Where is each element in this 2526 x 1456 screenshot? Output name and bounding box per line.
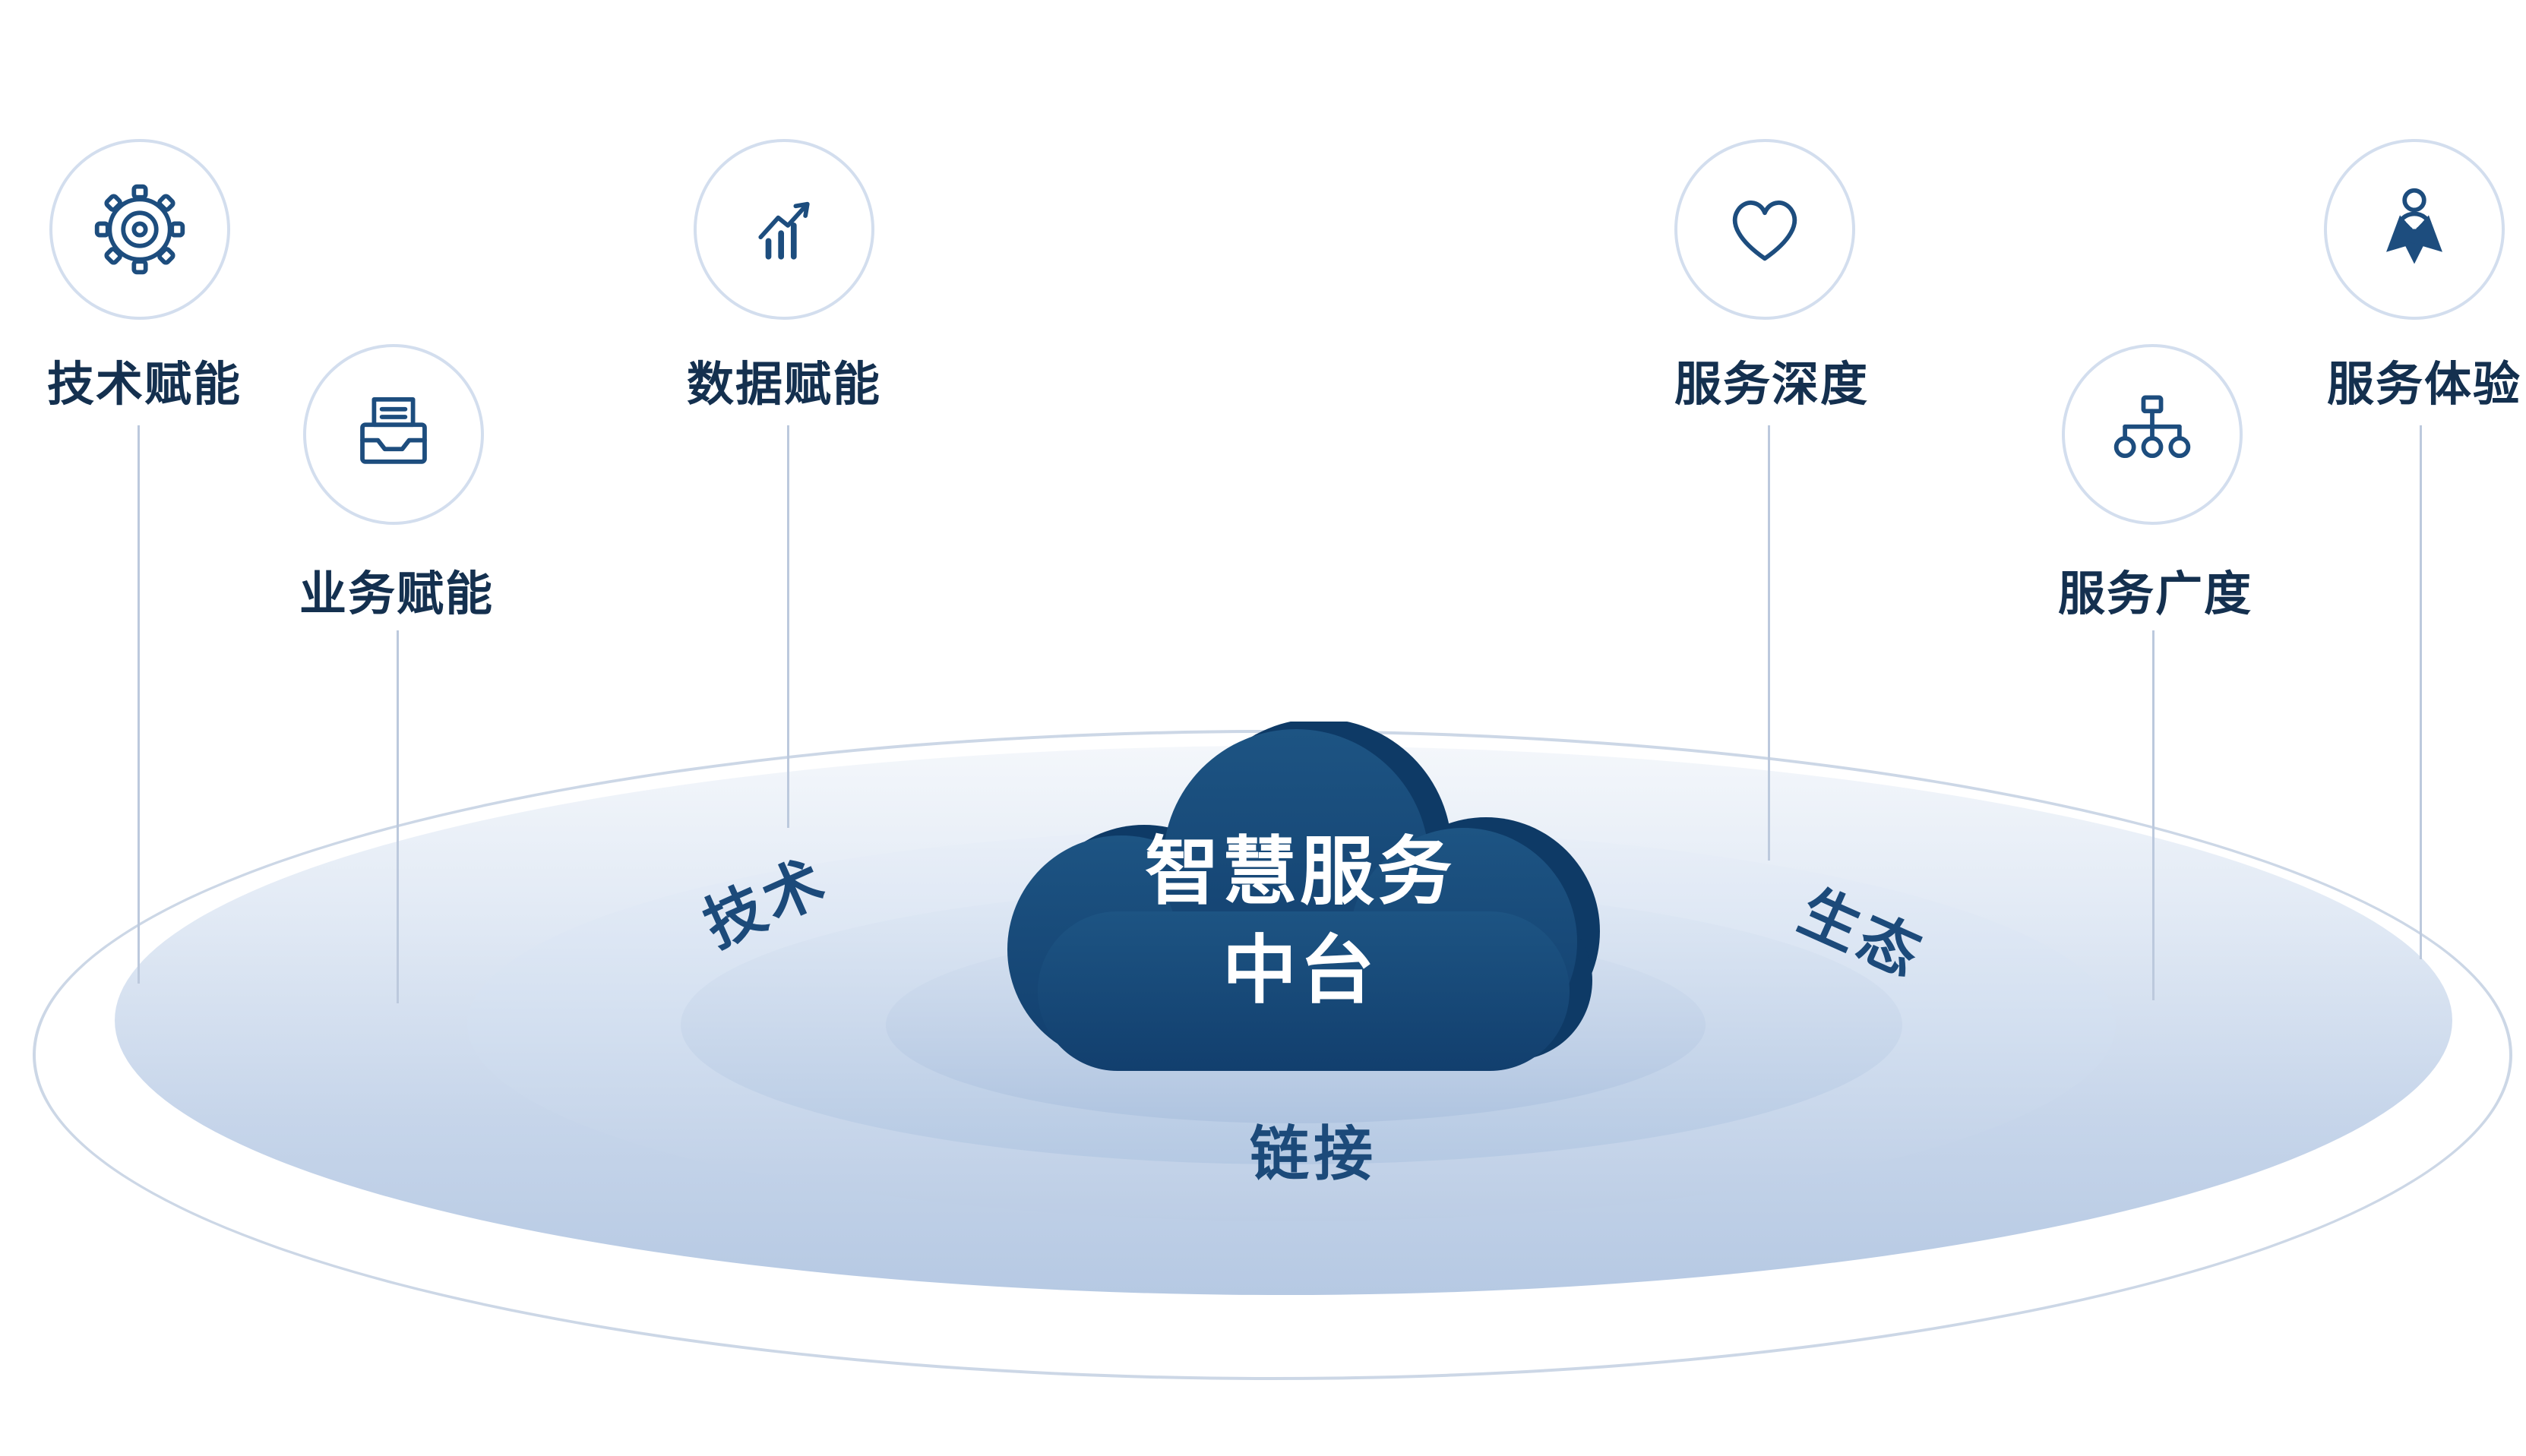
connector-line-tech: [138, 425, 140, 984]
node-label-data: 数据赋能: [686, 358, 882, 411]
center-title-line2: 中台: [1222, 927, 1377, 1012]
node-label-breadth: 服务广度: [2057, 568, 2253, 621]
node-label-business: 业务赋能: [299, 568, 495, 621]
gear-icon-circle: [49, 139, 230, 320]
connector-line-experience: [2420, 425, 2422, 959]
person-directions-icon-circle: [2324, 139, 2505, 320]
org-network-icon-circle: [2062, 344, 2243, 525]
person-directions-icon: [2386, 188, 2442, 264]
node-label-experience: 服务体验: [2326, 358, 2522, 411]
document-tray-icon-circle: [303, 344, 484, 525]
gear-icon: [94, 184, 185, 275]
cloud-shape: [1007, 722, 1600, 1071]
connector-line-depth: [1768, 425, 1770, 861]
org-network-icon: [2113, 395, 2191, 459]
ring-label-link: 链接: [1249, 1120, 1378, 1187]
heart-icon: [1732, 201, 1797, 261]
connector-line-breadth: [2152, 630, 2155, 1000]
growth-chart-icon-circle: [694, 139, 874, 320]
connector-line-data: [787, 425, 789, 828]
center-title: 智慧服务 中台: [992, 722, 1608, 1079]
growth-chart-icon: [758, 201, 810, 260]
node-label-depth: 服务深度: [1674, 358, 1870, 411]
connector-line-business: [397, 630, 399, 1003]
center-title-line1: 智慧服务: [1144, 829, 1455, 914]
node-label-tech: 技术赋能: [46, 358, 242, 411]
heart-icon-circle: [1674, 139, 1855, 320]
document-tray-icon: [360, 397, 427, 464]
center-cloud: 智慧服务 中台: [992, 722, 1608, 1079]
